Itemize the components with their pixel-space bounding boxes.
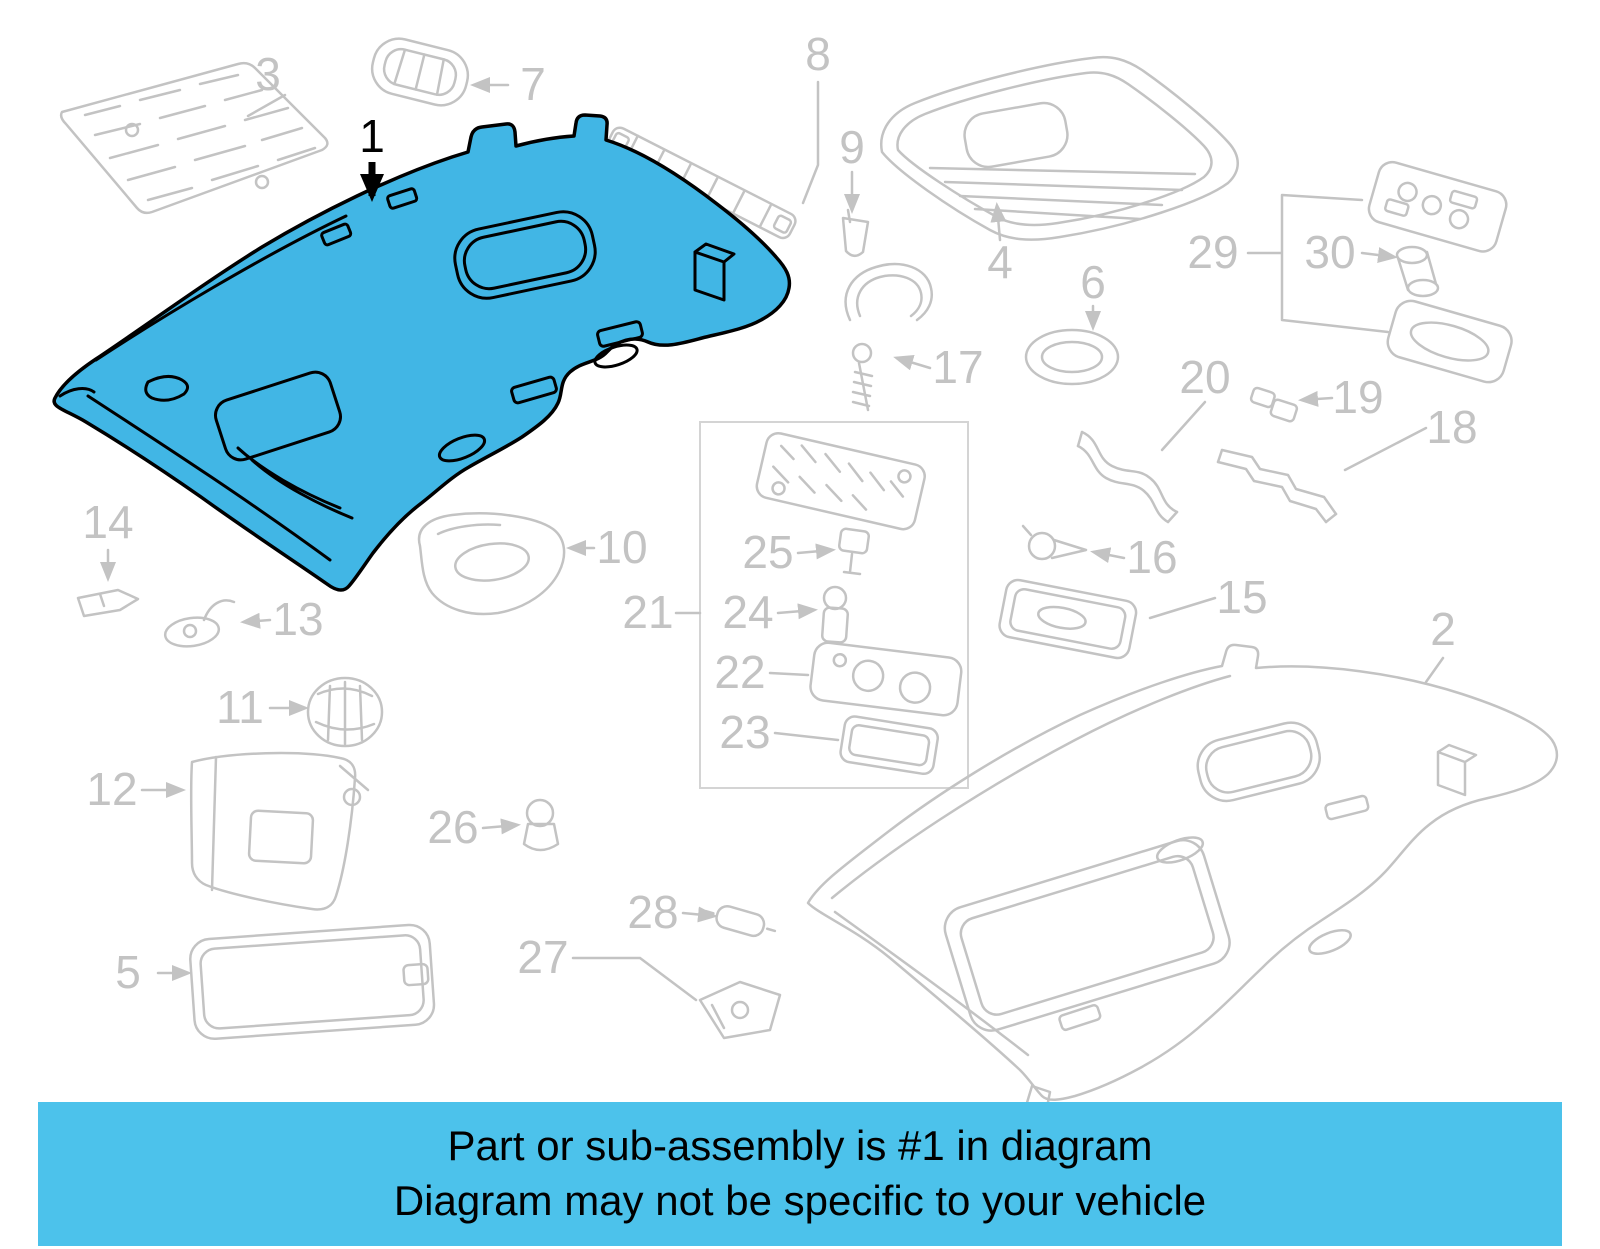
part-28 [704,904,777,938]
part-12 [189,751,370,911]
leader-lines [100,77,1445,1002]
callout-21: 21 [622,586,673,638]
callout-22: 22 [714,646,765,698]
callout-19: 19 [1332,371,1383,423]
part-7 [370,37,470,107]
callout-8: 8 [805,28,831,80]
part-19 [1249,386,1299,423]
part-9 [841,208,870,257]
callout-11: 11 [216,681,264,733]
callout-1: 1 [359,110,385,162]
part-24 [820,585,850,644]
callout-17: 17 [932,341,983,393]
part-21-group-box [699,421,969,789]
info-banner: Part or sub-assembly is #1 in diagram Di… [38,1102,1562,1246]
part-26 [522,798,560,852]
part-4 [880,55,1239,241]
callout-26: 26 [427,801,478,853]
callout-16: 16 [1126,531,1177,583]
part-17 [844,262,933,412]
callout-12: 12 [86,763,137,815]
part-27 [698,980,782,1040]
callout-3: 3 [255,48,281,100]
part-5 [189,923,436,1041]
part-16 [1021,524,1088,561]
part-6 [1024,328,1120,386]
part-20 [1076,430,1179,524]
callout-28: 28 [627,886,678,938]
callout-9: 9 [839,121,865,173]
callout-labels: 1 2 3 4 5 6 7 8 9 10 11 12 13 14 15 16 1… [82,28,1477,998]
callout-30: 30 [1304,226,1355,278]
part-2 [806,643,1559,1114]
callout-6: 6 [1080,256,1106,308]
callout-4: 4 [987,236,1013,288]
banner-line-2: Diagram may not be specific to your vehi… [393,1177,1207,1224]
part-11 [306,676,384,748]
part-25 [838,527,870,576]
callout-29: 29 [1187,226,1238,278]
callout-20: 20 [1179,351,1230,403]
part-10 [417,512,566,616]
callout-10: 10 [596,521,647,573]
part-1-details [58,187,736,562]
part-1-headliner-highlighted[interactable] [52,113,792,592]
banner-line-1: Part or sub-assembly is #1 in diagram [447,1122,1153,1170]
part-29-30-assembly [1367,160,1513,384]
part-3 [59,61,329,215]
callout-18: 18 [1426,401,1477,453]
callout-23: 23 [719,706,770,758]
callout-7: 7 [520,58,546,110]
callout-25: 25 [742,526,793,578]
part-21-map-light-unit [755,431,926,531]
callout-5: 5 [115,946,141,998]
callout-15: 15 [1216,571,1267,623]
part-23 [839,715,939,776]
callout-24: 24 [722,586,773,638]
part-14 [76,588,140,618]
callout-2: 2 [1430,603,1456,655]
callout-27: 27 [517,931,568,983]
part-13 [163,599,236,648]
callout-13: 13 [272,593,323,645]
part-18 [1216,448,1338,524]
part-22 [809,641,963,717]
callout-14: 14 [82,496,133,548]
part-15 [998,578,1138,660]
